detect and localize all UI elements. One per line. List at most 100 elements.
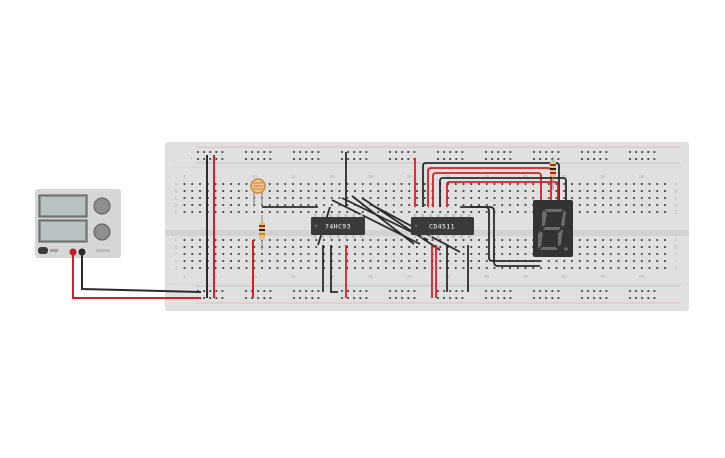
hole[interactable] <box>594 197 597 199</box>
rail-hole[interactable] <box>455 297 458 299</box>
hole[interactable] <box>377 183 380 185</box>
hole[interactable] <box>602 246 604 248</box>
rail-hole[interactable] <box>599 151 602 153</box>
hole[interactable] <box>423 197 426 199</box>
hole[interactable] <box>423 204 426 206</box>
rail-hole[interactable] <box>341 158 343 160</box>
hole[interactable] <box>354 260 356 262</box>
rail-hole[interactable] <box>311 297 314 299</box>
rail-hole[interactable] <box>551 290 554 292</box>
hole[interactable] <box>307 246 310 248</box>
counter-reset-wire-2[interactable] <box>330 245 338 293</box>
hole[interactable] <box>664 253 666 255</box>
hole[interactable] <box>462 253 465 255</box>
hole[interactable] <box>470 267 473 269</box>
hole[interactable] <box>346 183 349 185</box>
rail-hole[interactable] <box>365 290 368 292</box>
hole[interactable] <box>377 197 380 199</box>
hole[interactable] <box>439 246 442 248</box>
hole[interactable] <box>392 260 395 262</box>
rail-hole[interactable] <box>539 297 541 299</box>
hole[interactable] <box>199 211 201 213</box>
hole[interactable] <box>509 183 511 185</box>
hole[interactable] <box>617 253 620 255</box>
hole[interactable] <box>361 267 364 269</box>
hole[interactable] <box>199 246 201 248</box>
rail-hole[interactable] <box>635 151 637 153</box>
hole[interactable] <box>299 260 302 262</box>
hole[interactable] <box>416 267 418 269</box>
hole[interactable] <box>408 197 411 199</box>
hole[interactable] <box>532 267 535 269</box>
hole[interactable] <box>237 239 240 241</box>
rail-hole[interactable] <box>221 297 224 299</box>
rail-hole[interactable] <box>641 151 644 153</box>
rail-hole[interactable] <box>509 151 512 153</box>
rail-hole[interactable] <box>641 158 644 160</box>
rail-hole[interactable] <box>293 158 295 160</box>
hole[interactable] <box>625 190 628 192</box>
positive-terminal[interactable] <box>69 248 77 256</box>
rail-hole[interactable] <box>395 290 397 292</box>
hole[interactable] <box>400 267 403 269</box>
rail-hole[interactable] <box>545 151 548 153</box>
hole[interactable] <box>524 183 527 185</box>
hole[interactable] <box>323 260 325 262</box>
hole[interactable] <box>493 204 496 206</box>
hole[interactable] <box>524 239 527 241</box>
hole[interactable] <box>609 204 612 206</box>
negative-terminal[interactable] <box>78 248 86 256</box>
rail-hole[interactable] <box>629 297 631 299</box>
rail-hole[interactable] <box>407 158 410 160</box>
rail-hole[interactable] <box>443 158 445 160</box>
hole[interactable] <box>361 246 364 248</box>
hole[interactable] <box>516 239 519 241</box>
rail-hole[interactable] <box>485 290 487 292</box>
hole[interactable] <box>354 239 356 241</box>
rail-hole[interactable] <box>389 158 391 160</box>
hole[interactable] <box>392 253 395 255</box>
hole[interactable] <box>470 204 473 206</box>
hole[interactable] <box>524 246 527 248</box>
hole[interactable] <box>346 253 349 255</box>
hole[interactable] <box>400 246 403 248</box>
rail-hole[interactable] <box>293 151 295 153</box>
rail-hole[interactable] <box>263 158 266 160</box>
hole[interactable] <box>664 190 666 192</box>
rail-hole[interactable] <box>317 151 320 153</box>
rail-hole[interactable] <box>557 290 560 292</box>
segment-wire-3[interactable] <box>432 172 542 207</box>
rail-hole[interactable] <box>437 297 439 299</box>
hole[interactable] <box>625 183 628 185</box>
rail-hole[interactable] <box>311 158 314 160</box>
hole[interactable] <box>284 239 287 241</box>
hole[interactable] <box>400 183 403 185</box>
rail-hole[interactable] <box>209 151 212 153</box>
hole[interactable] <box>501 267 504 269</box>
rail-hole[interactable] <box>347 158 349 160</box>
hole[interactable] <box>633 190 635 192</box>
rail-hole[interactable] <box>245 297 247 299</box>
hole[interactable] <box>423 211 426 213</box>
hole[interactable] <box>385 183 387 185</box>
hole[interactable] <box>571 197 573 199</box>
hole[interactable] <box>617 183 620 185</box>
hole[interactable] <box>183 211 186 213</box>
hole[interactable] <box>524 267 527 269</box>
hole[interactable] <box>485 183 488 185</box>
hole[interactable] <box>222 253 225 255</box>
rail-hole[interactable] <box>581 297 583 299</box>
photoresistor[interactable] <box>250 178 266 205</box>
hole[interactable] <box>640 183 643 185</box>
rail-hole[interactable] <box>263 297 266 299</box>
hole[interactable] <box>516 211 519 213</box>
hole[interactable] <box>423 253 426 255</box>
rail-hole[interactable] <box>497 151 500 153</box>
hole[interactable] <box>648 260 651 262</box>
hole[interactable] <box>199 267 201 269</box>
hole[interactable] <box>284 204 287 206</box>
rail-hole[interactable] <box>641 297 644 299</box>
rail-hole[interactable] <box>353 290 356 292</box>
hole[interactable] <box>524 190 527 192</box>
rail-hole[interactable] <box>407 297 410 299</box>
